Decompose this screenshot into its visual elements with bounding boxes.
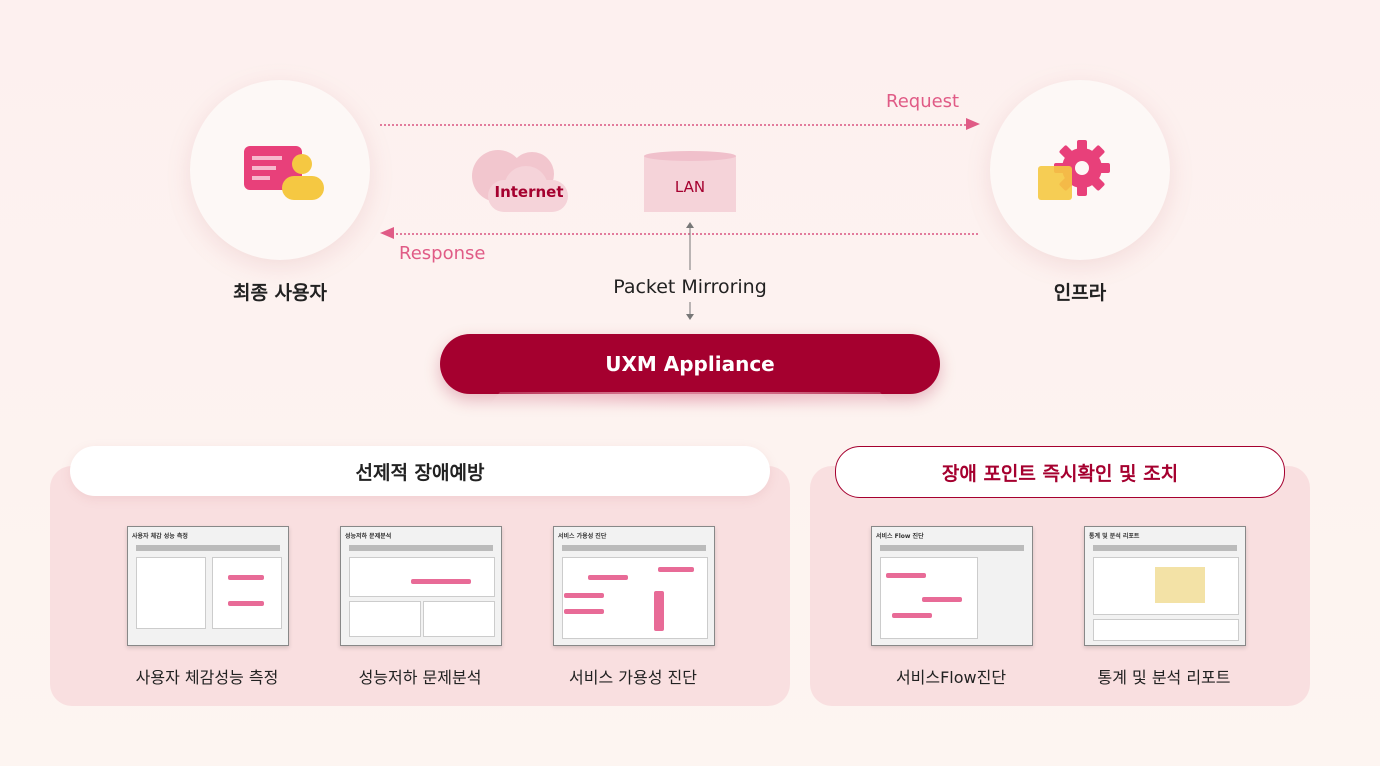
user-icon [244,146,324,200]
end-user-node [190,80,370,260]
thumb-highlight [411,579,471,584]
thumb-highlight [228,601,264,606]
thumb-block [349,557,495,597]
thumb-highlight [886,573,926,578]
packet-mirroring-label: Packet Mirroring [613,276,767,298]
thumb-block [423,601,495,637]
appliance-glow [470,392,910,428]
response-arrow-line [392,233,978,235]
thumb-block [136,557,206,629]
thumb-highlight [658,567,694,572]
thumb-block [1093,557,1239,615]
thumbnail-degradation[interactable]: 성능저하 문제분석 [340,526,502,646]
thumb-highlight [564,593,604,598]
thumb-block [349,601,421,637]
thumb-highlight [564,609,604,614]
mirror-up-arrow-icon [686,222,694,270]
internet-label: Internet [494,183,564,201]
mirror-down-arrow-icon [686,302,694,320]
thumbnail-service-flow[interactable]: 서비스 Flow 진단 [871,526,1033,646]
caption-availability: 서비스 가용성 진단 [569,668,697,687]
database-icon [644,151,736,212]
thumb-bar [349,545,493,551]
request-arrowhead-icon [966,118,980,130]
thumb-block [1093,619,1239,641]
thumbnail-title: 통계 및 분석 리포트 [1089,533,1140,540]
caption-service-flow: 서비스Flow진단 [895,668,1007,687]
thumbnail-user-perf[interactable]: 사용자 체감 성능 측정 [127,526,289,646]
thumb-bar [562,545,706,551]
thumbnail-title: 서비스 Flow 진단 [876,533,924,540]
request-arrow-line [380,124,970,126]
thumb-highlight [588,575,628,580]
thumb-highlight [892,613,932,618]
cloud-icon [472,150,568,212]
thumbnail-report[interactable]: 통계 및 분석 리포트 [1084,526,1246,646]
thumb-bar [880,545,1024,551]
thumb-bar [1093,545,1237,551]
response-label: Response [399,243,486,264]
thumbnail-title: 성능저하 문제분석 [345,533,392,540]
gear-icon [1038,140,1110,200]
uxm-appliance: UXM Appliance [440,334,940,394]
lan-label: LAN [674,178,706,196]
request-label: Request [886,91,960,112]
right-panel-title: 장애 포인트 즉시확인 및 조치 [835,446,1285,498]
infra-node [990,80,1170,260]
thumb-highlight [922,597,962,602]
caption-degradation: 성능저하 문제분석 [358,668,482,687]
thumbnail-title: 서비스 가용성 진단 [558,533,607,540]
thumbnail-title: 사용자 체감 성능 측정 [132,533,188,540]
left-panel-title: 선제적 장애예방 [70,446,770,496]
thumb-map [1155,567,1205,603]
thumb-block [212,557,282,629]
thumbnail-availability[interactable]: 서비스 가용성 진단 [553,526,715,646]
response-arrowhead-icon [380,227,394,239]
thumb-highlight [228,575,264,580]
thumb-bar [136,545,280,551]
caption-report: 통계 및 분석 리포트 [1097,668,1231,687]
end-user-label: 최종 사용자 [232,282,327,304]
caption-user-perf: 사용자 체감성능 측정 [135,668,279,687]
infra-label: 인프라 [1053,282,1107,304]
thumb-highlight [654,591,664,631]
